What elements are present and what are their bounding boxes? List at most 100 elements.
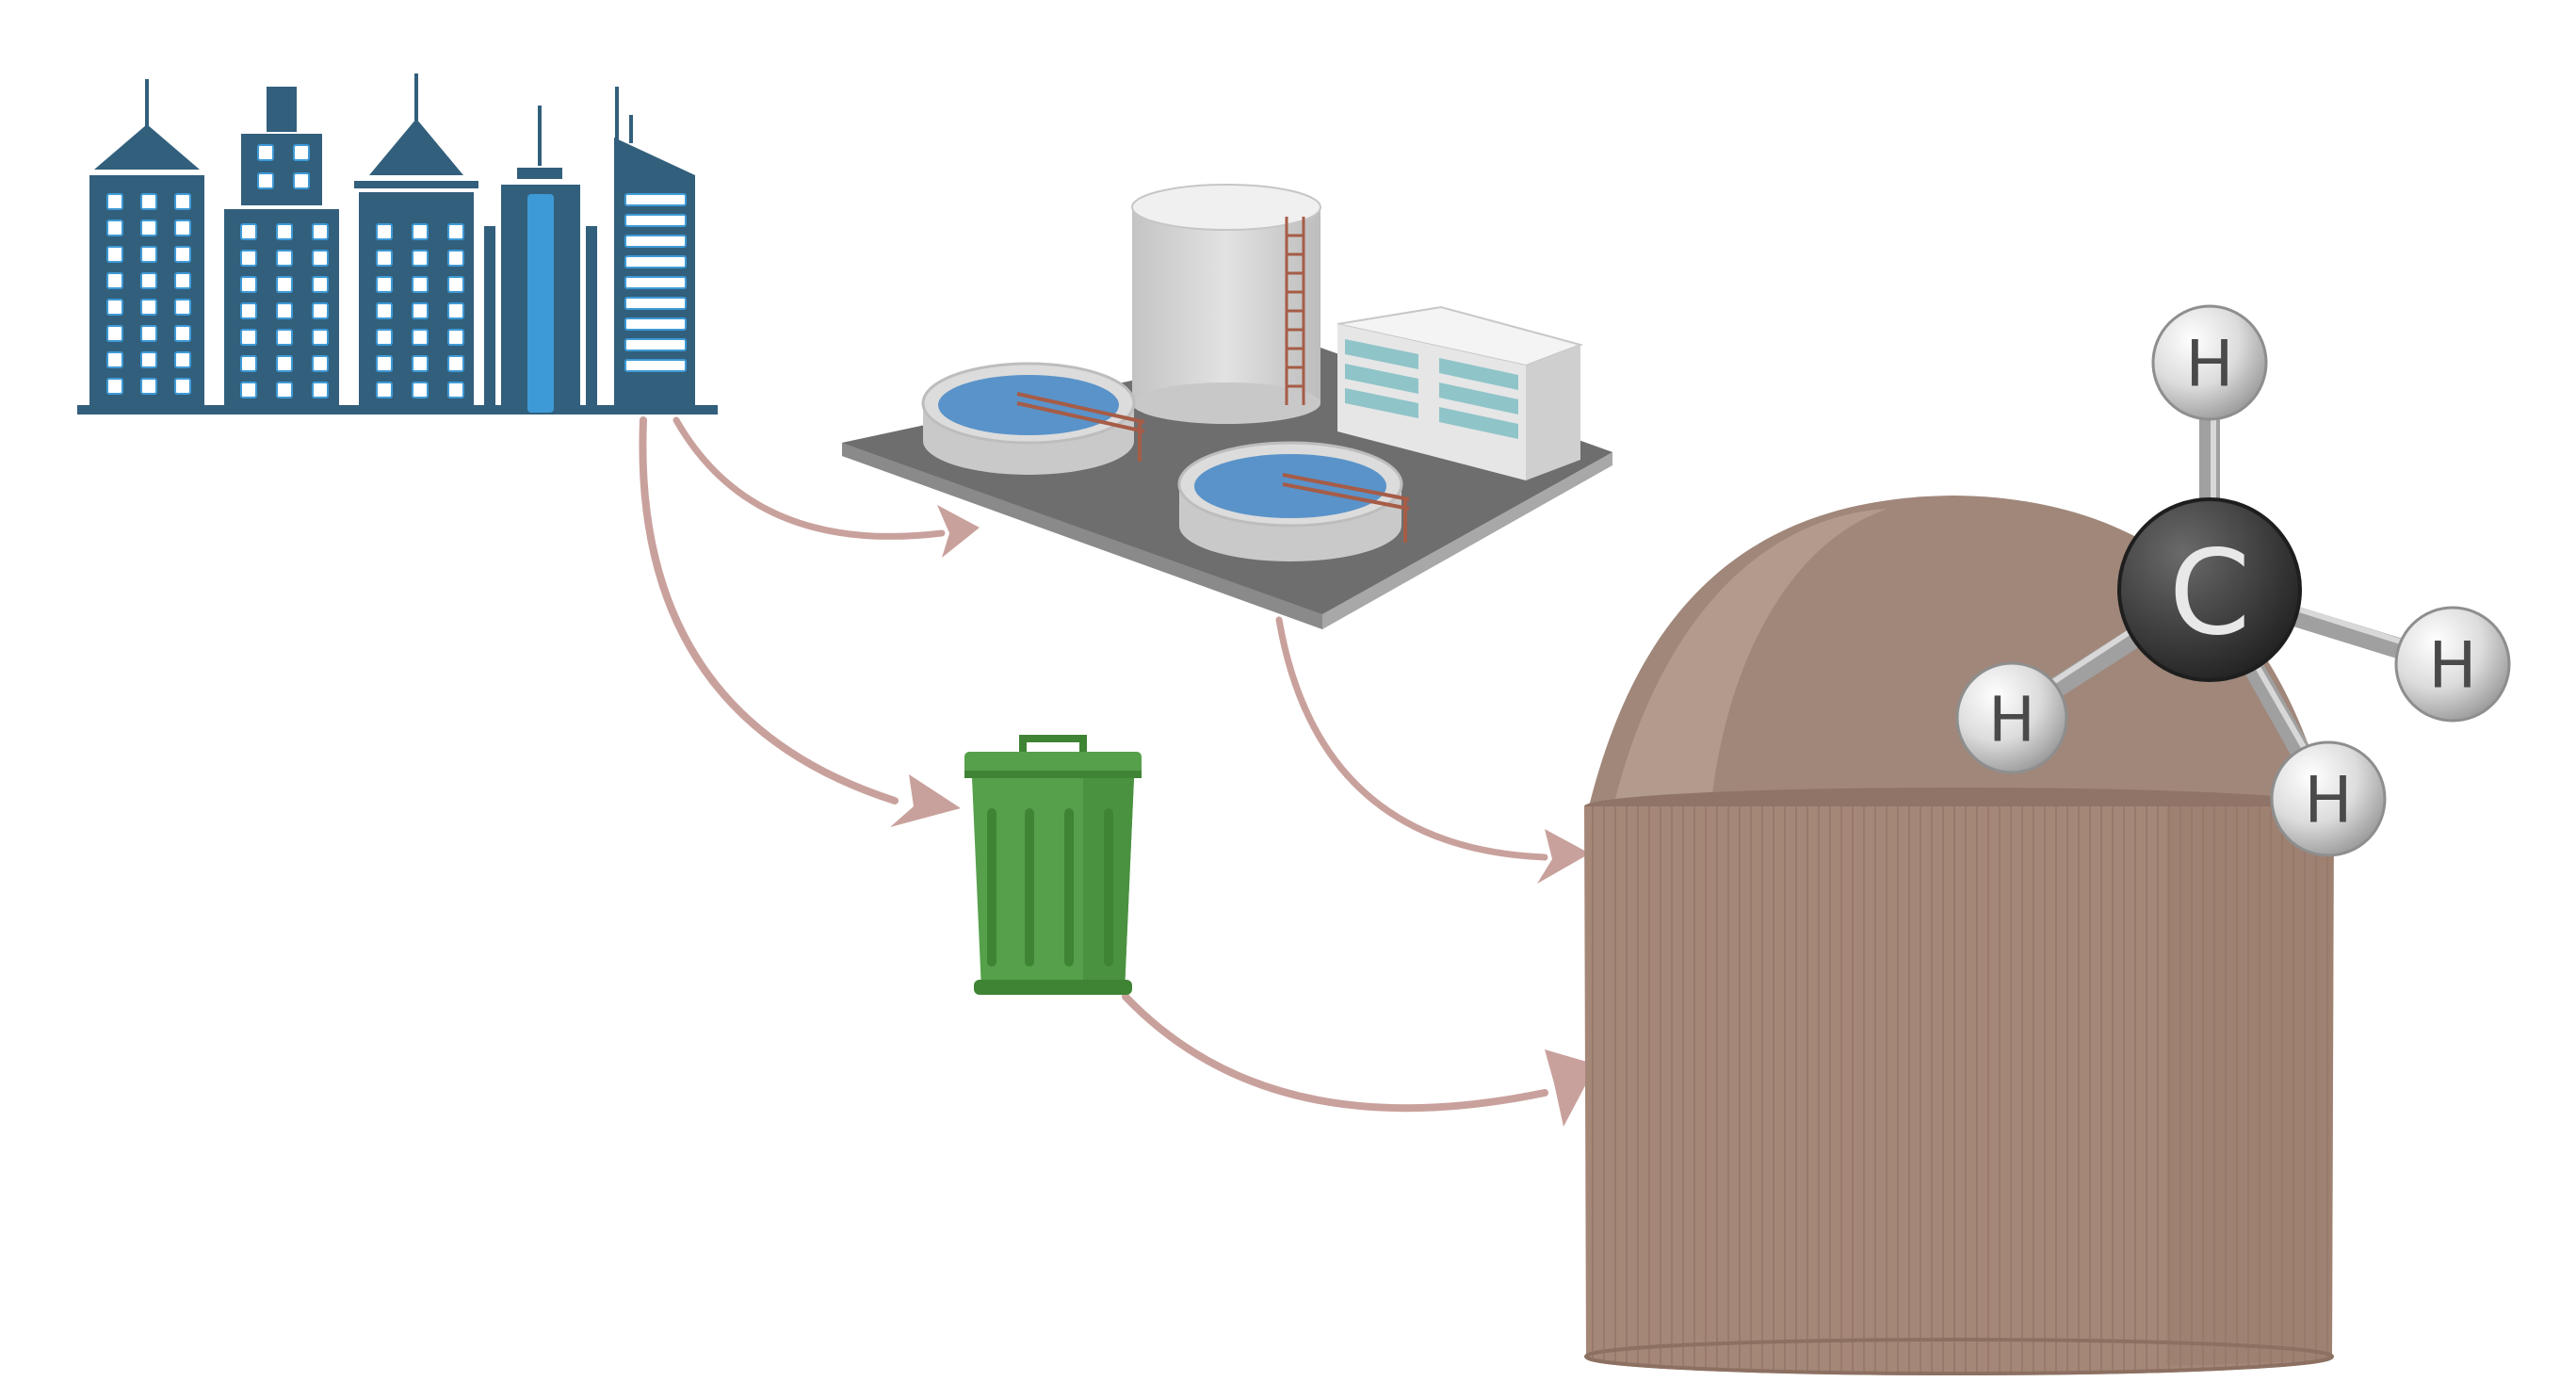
window — [312, 382, 329, 398]
window — [312, 329, 329, 346]
carbon-atom: C — [2117, 497, 2302, 682]
arrow-city-to-waste — [639, 416, 961, 827]
window — [412, 302, 429, 319]
window — [412, 223, 429, 240]
window — [412, 329, 429, 346]
window — [293, 144, 310, 161]
hydrogen-label: H — [2304, 764, 2352, 838]
window — [412, 355, 429, 372]
window — [376, 223, 393, 240]
window — [140, 272, 157, 289]
window-strip — [624, 338, 687, 351]
window — [312, 223, 329, 240]
window — [106, 351, 123, 368]
window — [106, 193, 123, 210]
trash-can-icon — [964, 735, 1142, 995]
window — [240, 223, 257, 240]
window — [447, 329, 464, 346]
window — [240, 250, 257, 267]
window — [447, 382, 464, 398]
window — [106, 219, 123, 236]
hydrogen-atom-bottom: H — [2270, 740, 2387, 857]
carbon-label: C — [2169, 526, 2251, 661]
window-strip — [624, 297, 687, 310]
window — [447, 250, 464, 267]
window — [106, 325, 123, 342]
window — [257, 172, 274, 189]
arrow-treatment-to-digester — [1275, 616, 1590, 884]
window — [447, 355, 464, 372]
window — [140, 325, 157, 342]
window-strip — [624, 214, 687, 227]
window — [376, 355, 393, 372]
window — [376, 302, 393, 319]
window — [106, 378, 123, 395]
window — [240, 382, 257, 398]
window — [276, 329, 293, 346]
arrow-city-to-treatment — [672, 416, 980, 558]
window-strip — [624, 317, 687, 331]
window — [312, 250, 329, 267]
window — [447, 302, 464, 319]
window — [174, 193, 191, 210]
window — [106, 299, 123, 316]
window — [276, 250, 293, 267]
window — [240, 355, 257, 372]
window — [376, 276, 393, 293]
window — [140, 219, 157, 236]
window — [106, 272, 123, 289]
window — [376, 382, 393, 398]
window-strip — [624, 359, 687, 372]
window — [174, 219, 191, 236]
window — [174, 272, 191, 289]
window — [412, 250, 429, 267]
window — [376, 250, 393, 267]
window — [174, 246, 191, 263]
window — [312, 355, 329, 372]
window — [174, 351, 191, 368]
window — [276, 355, 293, 372]
window — [412, 276, 429, 293]
window — [312, 276, 329, 293]
water-treatment-plant-icon — [842, 184, 1612, 629]
tower-glass-strip — [527, 194, 554, 413]
window-strip — [624, 193, 687, 206]
hydrogen-label: H — [1988, 684, 2035, 756]
window — [240, 302, 257, 319]
window — [106, 246, 123, 263]
window — [447, 223, 464, 240]
window-strip — [624, 235, 687, 248]
window — [276, 223, 293, 240]
window — [174, 378, 191, 395]
window — [240, 329, 257, 346]
window — [140, 246, 157, 263]
hydrogen-atom-left: H — [1955, 661, 2068, 774]
window — [174, 325, 191, 342]
city-windows — [106, 144, 687, 398]
window — [447, 276, 464, 293]
hydrogen-label: H — [2185, 328, 2233, 402]
window — [240, 276, 257, 293]
window — [140, 378, 157, 395]
window — [174, 299, 191, 316]
window — [257, 144, 274, 161]
window — [412, 382, 429, 398]
window — [276, 302, 293, 319]
hydrogen-label: H — [2428, 629, 2476, 704]
window — [140, 351, 157, 368]
window — [376, 329, 393, 346]
window — [140, 299, 157, 316]
flow-arrows — [639, 416, 1596, 1127]
arrow-waste-to-digester — [1122, 993, 1596, 1127]
city-buildings-icon — [77, 73, 718, 415]
window — [140, 193, 157, 210]
window — [312, 302, 329, 319]
hydrogen-atom-top: H — [2151, 304, 2268, 421]
window — [276, 276, 293, 293]
window — [276, 382, 293, 398]
window-strip — [624, 276, 687, 289]
window — [293, 172, 310, 189]
methane-molecule-icon: H H H H C — [1955, 304, 2511, 857]
hydrogen-atom-right: H — [2394, 606, 2511, 723]
